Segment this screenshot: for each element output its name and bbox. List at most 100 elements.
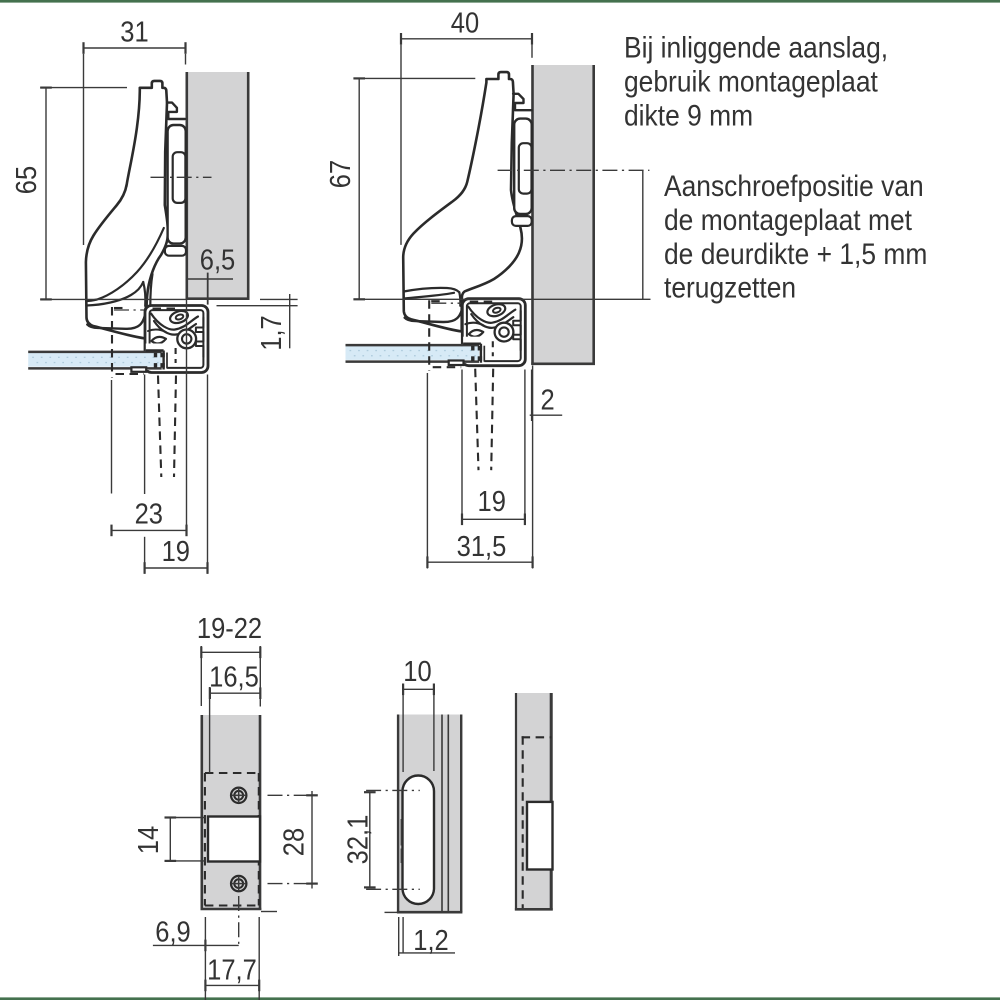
- d2-dim-height-label: 67: [323, 160, 356, 188]
- d1-glass-dot: [105, 361, 107, 364]
- d2-screw-axis-left: [474, 368, 480, 471]
- d1-right-wall-comb: [194, 316, 205, 358]
- d1-glass-dot: [139, 361, 142, 364]
- d2-eye-screw: [467, 328, 485, 338]
- d2-glass-dot: [401, 349, 403, 352]
- d1-glass-dot: [152, 356, 155, 358]
- d1-glass-dot: [118, 356, 120, 358]
- d1-coil-inner: [174, 313, 185, 321]
- d2-glass-dot: [379, 355, 382, 357]
- d2-clamp-tooth-1: [477, 345, 483, 351]
- d2-glass-dot: [435, 349, 438, 352]
- d2-side-panel: [531, 65, 595, 365]
- d1-clamp-tooth-3: [160, 363, 165, 368]
- d1-arm-wing: [165, 101, 187, 121]
- d1-glass-dot: [92, 356, 95, 358]
- va-dim-spacing-label: 28: [277, 828, 310, 856]
- d1-inner-line-3: [149, 272, 154, 308]
- d2-hinge-body: [401, 70, 524, 333]
- d2-glass-dot: [353, 355, 356, 357]
- d2-glass-dot: [431, 355, 433, 357]
- d1-dim-screw-offset-label: 6,5: [200, 243, 235, 276]
- d1-eye-wing-top: [147, 328, 167, 334]
- d1-glass-dot: [126, 356, 129, 358]
- d2-glass-dot: [349, 349, 352, 352]
- d1-glass-dot: [101, 356, 103, 358]
- d1-glass-dot: [156, 361, 159, 364]
- d1-dim-height-label: 65: [9, 166, 42, 194]
- d2-glass-dot: [388, 355, 390, 357]
- d1-glass-dot: [135, 356, 138, 358]
- d2-glass-dot: [383, 349, 386, 352]
- va-dim-thickness-label: 19-22: [197, 611, 262, 644]
- d1-glass-door: [28, 352, 162, 367]
- note1-line-2: gebruik montageplaat: [624, 64, 878, 98]
- d1-inner-line-2: [142, 280, 147, 308]
- d1-mounting-plate-tab: [163, 244, 188, 257]
- note1-line-3: dikte 9 mm: [624, 98, 753, 132]
- d2-glass-dot: [422, 355, 425, 357]
- d2-glass-dot: [358, 349, 360, 352]
- d2-mounting-plate-tab: [510, 215, 533, 228]
- d2-inner-line-1: [402, 291, 456, 300]
- note1-line-1: Bij inliggende aanslag,: [624, 30, 888, 64]
- d1-dim-width-label: 31: [120, 15, 148, 48]
- va-door-panel: [200, 715, 262, 910]
- d1-dim-plate-label: 19: [162, 535, 190, 568]
- d2-glass-dot: [405, 355, 408, 357]
- top-green-strip: [0, 0, 1000, 3]
- d1-glass-dot: [66, 356, 69, 358]
- d1-glass-dot: [62, 361, 64, 364]
- d2-clamp-tooth-2: [471, 356, 475, 361]
- d1-inner-line-0: [85, 226, 165, 303]
- va-dim-screwpos-label: 17,7: [207, 953, 257, 986]
- va-dim-cutout-label: 14: [131, 826, 164, 854]
- vb-dim-slotw-label: 10: [403, 654, 431, 687]
- d1-screw-axis-left: [156, 375, 163, 478]
- va-dim-offset-label: 16,5: [209, 660, 259, 693]
- d2-glass-dot: [409, 349, 412, 352]
- d2-glass-dot: [366, 349, 369, 352]
- d2-glass-dot: [452, 349, 455, 352]
- d2-inner-line-0: [402, 286, 461, 294]
- d2-glass-dot: [457, 355, 459, 357]
- d2-glass-dot: [392, 349, 395, 352]
- bottom-green-strip: [0, 997, 1000, 1000]
- d2-glass-dot: [469, 349, 472, 352]
- d2-glass-dot: [426, 349, 429, 352]
- d1-clamp-spring-b: [152, 319, 198, 336]
- d1-glass-dot: [58, 356, 60, 358]
- d1-clamp-tooth-1: [160, 352, 165, 358]
- d1-plate-gap-label: 1,7: [254, 315, 287, 350]
- d1-glass-dot: [122, 361, 125, 364]
- d1-hinge-body: [84, 79, 170, 340]
- note2-line-4: terugzetten: [664, 270, 796, 304]
- d2-dim-plate-label: 19: [478, 485, 506, 518]
- d1-glass-dot: [83, 356, 86, 358]
- d2-adjust-screw-inner: [498, 326, 510, 338]
- d1-clamp-tooth-2: [153, 363, 158, 368]
- d2-setback-label: 2: [541, 383, 555, 416]
- d2-coil-outer: [486, 303, 507, 318]
- vb-dim-spacing-label: 32,1: [341, 815, 374, 865]
- d1-coil-outer: [168, 309, 190, 325]
- d2-right-wall-comb: [512, 309, 522, 352]
- d2-glass-dot: [362, 355, 365, 357]
- d1-glass-dot: [148, 361, 150, 364]
- d1-glass-dot: [49, 356, 52, 358]
- d2-glass-dot: [465, 355, 468, 357]
- d2-glass-dot: [414, 355, 416, 357]
- d1-glass-dot: [79, 361, 82, 364]
- d1-glass-dot: [109, 356, 112, 358]
- d1-glass-dot: [96, 361, 99, 364]
- d2-glass-dot: [448, 355, 451, 357]
- d2-dim-overall-label: 31,5: [457, 529, 507, 562]
- d2-glass-dot: [418, 349, 420, 352]
- d2-glass-dot: [439, 355, 442, 357]
- d1-glass-dot: [113, 361, 116, 364]
- d2-clamp-spring-a: [467, 305, 517, 324]
- vb-slot: [401, 774, 436, 906]
- d1-glass-dot: [45, 361, 47, 364]
